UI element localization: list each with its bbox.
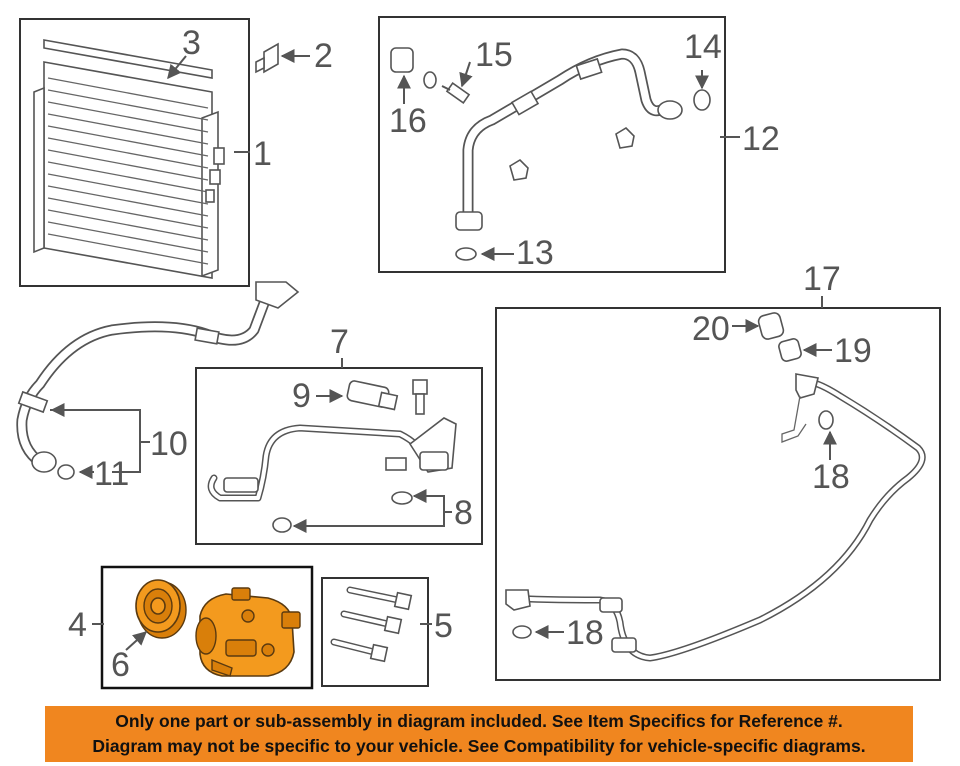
callout-3: 3 [182, 24, 201, 62]
oring-part-11[interactable] [57, 464, 75, 480]
oring-part-8a[interactable] [391, 491, 413, 505]
disclaimer-line-2: Diagram may not be specific to your vehi… [92, 736, 866, 756]
callout-20: 20 [692, 310, 730, 348]
bolt-part-5c[interactable] [330, 638, 389, 663]
callout-19: 19 [834, 332, 872, 370]
callout-18-upper: 18 [812, 458, 850, 496]
bolts-group [321, 577, 432, 687]
callout-2: 2 [314, 37, 333, 75]
oring-part-8b[interactable] [272, 517, 292, 533]
discharge-hose-part[interactable] [16, 281, 300, 473]
callout-11: 11 [94, 455, 129, 493]
oring-part-14[interactable] [693, 89, 711, 111]
disclaimer-line-1: Only one part or sub-assembly in diagram… [115, 711, 843, 731]
callout-18-lower: 18 [566, 614, 604, 652]
callout-17: 17 [803, 260, 841, 298]
nut-part-b[interactable] [509, 158, 529, 181]
nut-part-a[interactable] [615, 126, 635, 149]
callout-15: 15 [475, 36, 513, 74]
callout-16: 16 [389, 102, 427, 140]
oring-part-18a[interactable] [818, 410, 834, 430]
disclaimer-banner: Only one part or sub-assembly in diagram… [45, 706, 913, 762]
callout-7: 7 [330, 323, 349, 361]
compressor-part[interactable] [195, 587, 301, 677]
compressor-box [100, 565, 314, 690]
discharge-hose-group [16, 281, 300, 480]
cap-part-19[interactable] [778, 338, 802, 362]
liquid-line-box [195, 367, 483, 545]
oring-part-15a[interactable] [423, 71, 437, 89]
callout-5: 5 [434, 607, 453, 645]
bolt-part-7[interactable] [412, 379, 428, 415]
long-tube-group [495, 296, 941, 681]
clutch-pulley-part[interactable] [135, 579, 187, 639]
callout-8: 8 [454, 494, 473, 532]
callout-13: 13 [516, 234, 554, 272]
suction-pipe-part[interactable] [455, 48, 683, 231]
callout-14: 14 [684, 28, 722, 66]
pressure-switch-part[interactable] [346, 380, 399, 411]
liquid-line-group [195, 358, 483, 545]
oring-part-13[interactable] [455, 247, 477, 261]
upper-pipe-group [378, 16, 740, 273]
bracket-part[interactable] [255, 42, 279, 74]
condenser-part[interactable] [33, 61, 225, 279]
cap-part-20[interactable] [757, 312, 785, 341]
long-tube-part[interactable] [505, 373, 926, 662]
liquid-line-part[interactable] [207, 417, 457, 502]
condenser-group [19, 18, 310, 287]
oring-part-18b[interactable] [512, 625, 532, 639]
valve-core-part[interactable] [441, 82, 471, 104]
cap-part-16[interactable] [390, 47, 414, 73]
callout-6: 6 [111, 646, 130, 684]
callout-1: 1 [253, 135, 272, 173]
callout-12: 12 [742, 120, 780, 158]
bolts-box [321, 577, 429, 687]
parts-diagram: 3 2 1 16 15 14 13 12 [16, 16, 941, 690]
long-tube-box [495, 307, 941, 681]
callout-4: 4 [68, 606, 87, 644]
callout-9: 9 [292, 377, 311, 415]
bolt-part-5a[interactable] [346, 586, 413, 611]
compressor-group [92, 565, 314, 690]
bolt-part-5b[interactable] [340, 610, 403, 635]
callout-10: 10 [150, 425, 188, 463]
upper-pipe-box [378, 16, 726, 273]
